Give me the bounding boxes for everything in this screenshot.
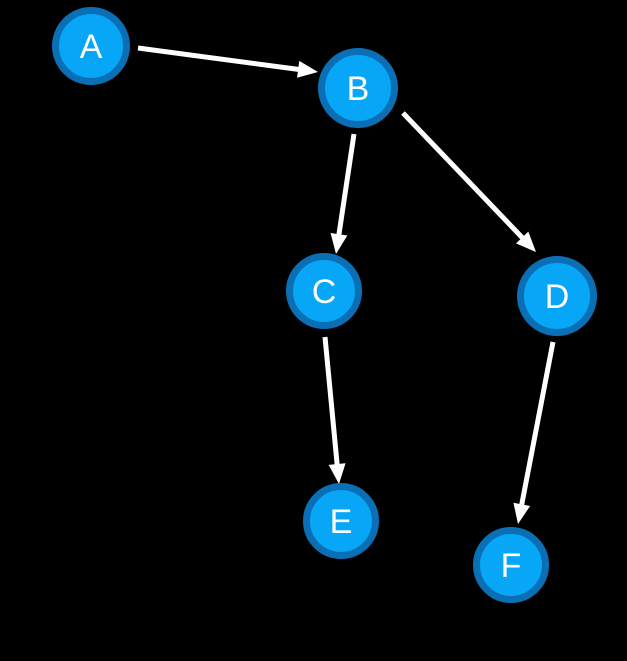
node-circle[interactable]	[286, 253, 362, 329]
graph-edge-b-c	[330, 133, 357, 254]
arrowhead-icon	[328, 463, 346, 484]
node-circle[interactable]	[318, 48, 398, 128]
node-label-c: C	[312, 273, 337, 311]
node-circle[interactable]	[303, 483, 379, 559]
edge-layer	[137, 45, 556, 524]
edge-shaft	[137, 45, 301, 73]
node-circle[interactable]	[52, 7, 130, 85]
graph-node-d[interactable]: D	[517, 256, 597, 336]
edge-shaft	[336, 133, 357, 237]
graph-node-f[interactable]: F	[473, 527, 549, 603]
graph-node-e[interactable]: E	[303, 483, 379, 559]
arrowhead-icon	[516, 231, 536, 252]
node-layer: A B C D E F	[52, 7, 597, 603]
graph-edge-d-f	[513, 341, 556, 524]
edge-shaft	[518, 341, 556, 507]
edge-shaft	[322, 336, 340, 467]
graph-node-a[interactable]: A	[52, 7, 130, 85]
graph-edge-b-d	[401, 111, 536, 252]
node-label-b: B	[347, 70, 370, 108]
edge-shaft	[401, 111, 526, 241]
node-label-d: D	[545, 278, 570, 316]
graph-edge-c-e	[322, 336, 346, 484]
arrowhead-icon	[513, 502, 531, 524]
graph-node-c[interactable]: C	[286, 253, 362, 329]
arrowhead-icon	[330, 232, 348, 254]
node-circle[interactable]	[473, 527, 549, 603]
graph-node-b[interactable]: B	[318, 48, 398, 128]
graph-edge-a-b	[137, 45, 318, 78]
node-circle[interactable]	[517, 256, 597, 336]
node-label-e: E	[330, 503, 353, 541]
node-label-f: F	[501, 547, 522, 585]
arrowhead-icon	[297, 60, 318, 78]
node-label-a: A	[80, 28, 103, 66]
